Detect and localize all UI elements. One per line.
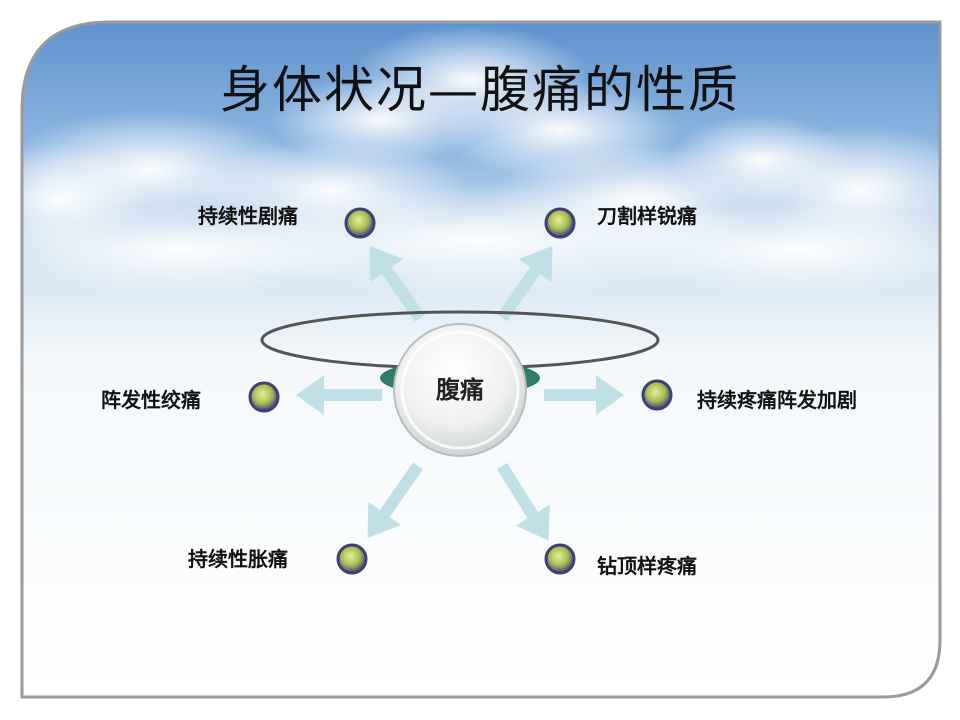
arrows — [296, 245, 624, 541]
arrow-right — [544, 375, 624, 415]
arrow-top-left — [369, 245, 425, 322]
node-dot-mid-left — [248, 381, 280, 413]
node-label-bottom-right: 钻顶样疼痛 — [597, 554, 697, 578]
arrow-top-right — [497, 245, 553, 322]
arrow-left — [296, 375, 382, 415]
node-dots — [248, 207, 673, 575]
node-label-bottom-left: 持续性胀痛 — [188, 547, 288, 571]
node-dot-top-left — [344, 207, 376, 239]
node-label-mid-left: 阵发性绞痛 — [101, 388, 201, 412]
center-label: 腹痛 — [436, 375, 484, 404]
node-dot-bottom-right — [544, 543, 576, 575]
node-label-top-right: 刀割样锐痛 — [597, 204, 697, 228]
node-label-mid-right: 持续疼痛阵发加剧 — [697, 388, 857, 412]
node-dot-top-right — [544, 207, 576, 239]
arrow-bottom-right — [496, 462, 550, 541]
node-label-top-left: 持续性剧痛 — [198, 204, 298, 228]
page-title: 身体状况—腹痛的性质 — [220, 61, 740, 119]
arrow-bottom-left — [367, 462, 423, 539]
node-dot-bottom-left — [336, 543, 368, 575]
node-dot-mid-right — [641, 379, 673, 411]
center-sphere — [393, 323, 527, 457]
